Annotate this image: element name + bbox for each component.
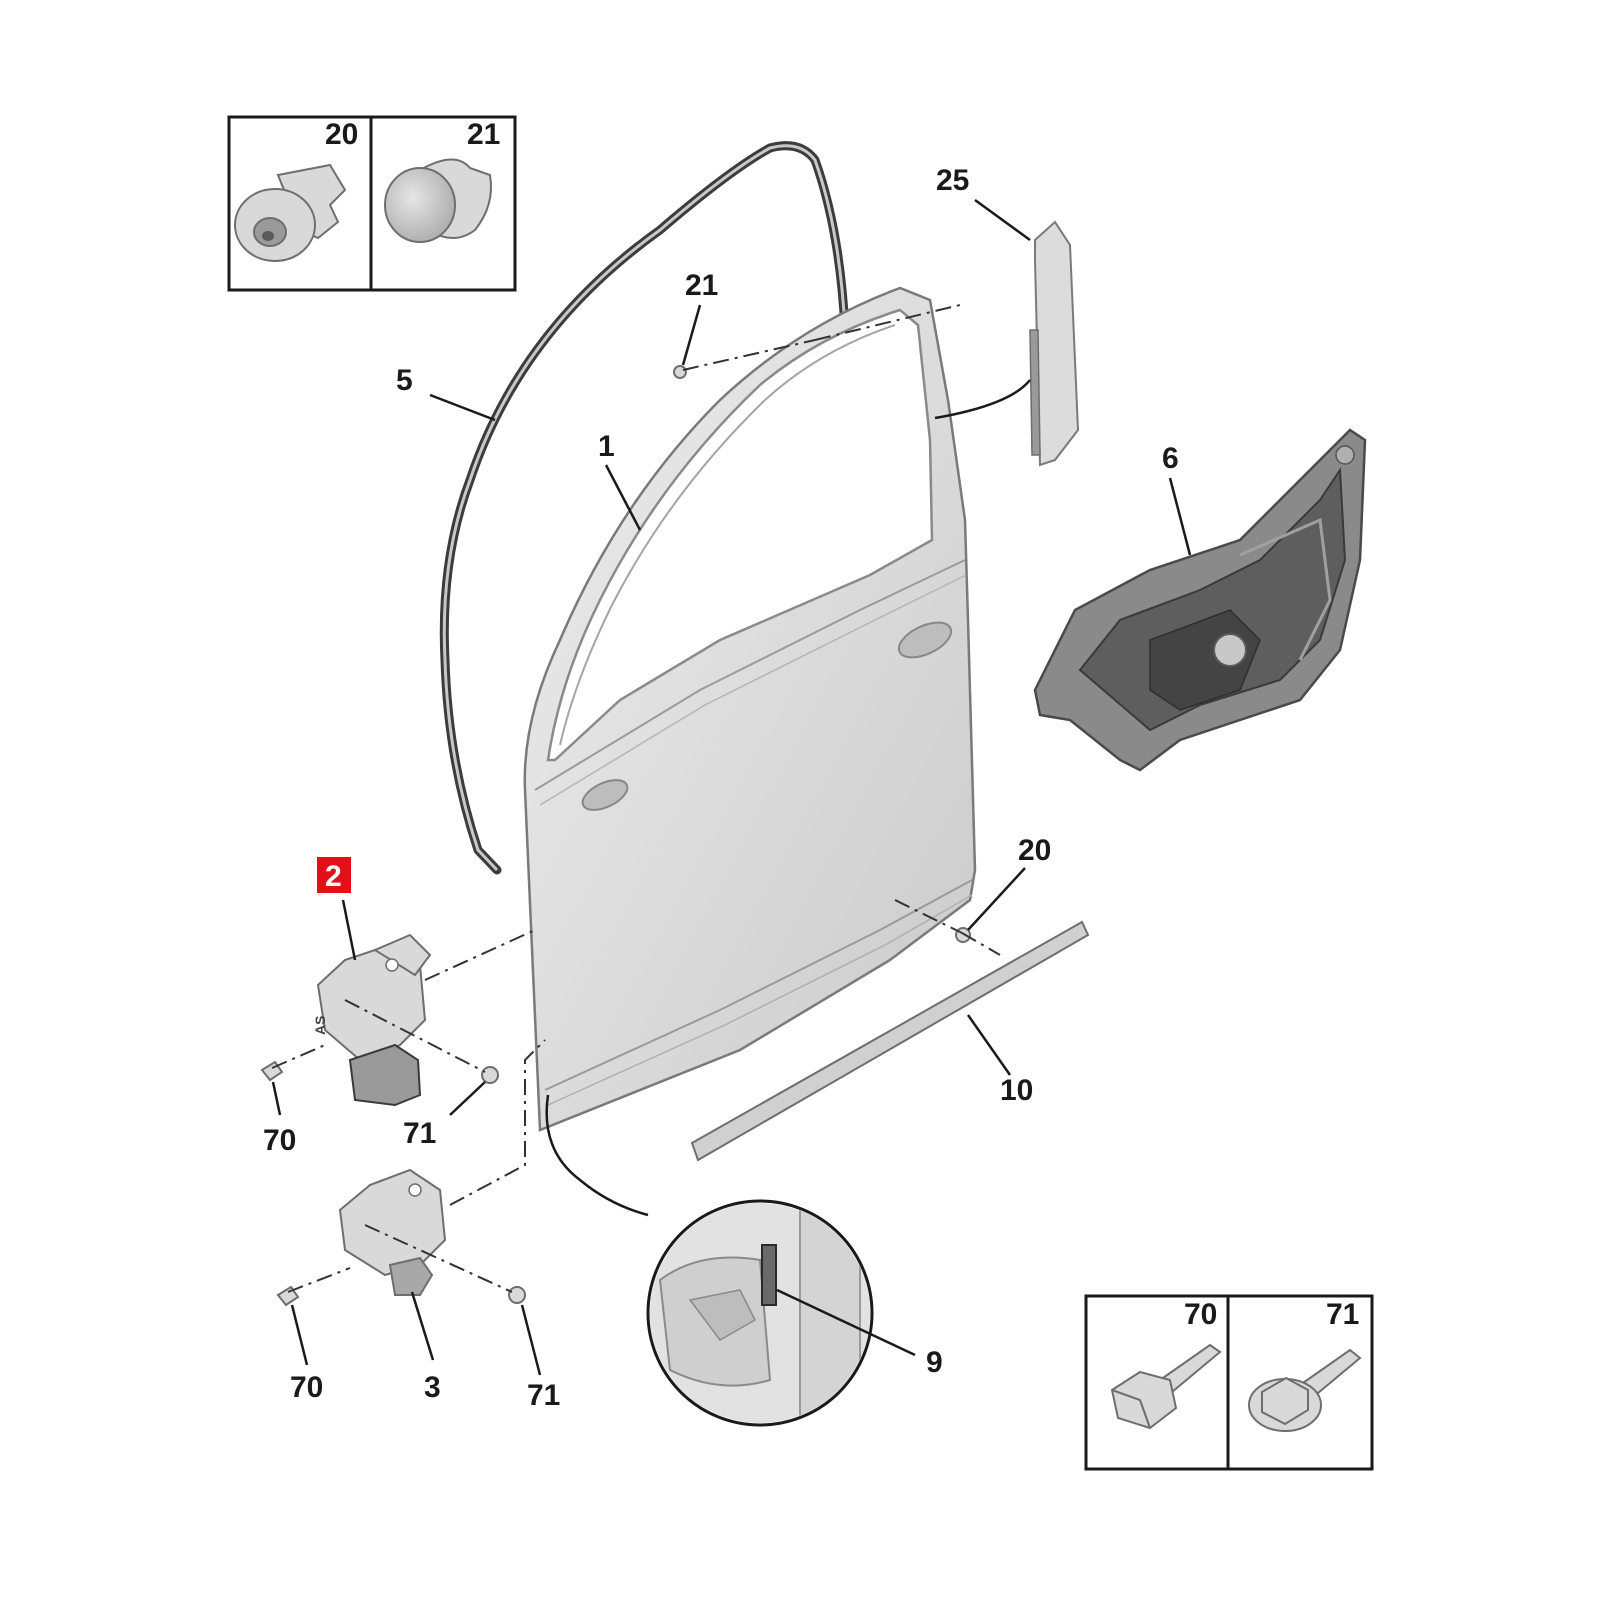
legend-clips-box: 20 21 — [227, 115, 517, 292]
legend-bolts-box: 70 71 — [1084, 1294, 1374, 1471]
callout-70-lower: 70 — [290, 1371, 323, 1404]
detail-view-9 — [545, 1094, 874, 1427]
bolt-70-lower-icon — [276, 1285, 300, 1307]
door-shell-1 — [523, 286, 977, 1132]
lower-hinge-3 — [338, 1168, 447, 1296]
bolt-71-illustration — [1248, 1348, 1362, 1432]
legend-clip-20-label: 20 — [325, 118, 358, 151]
callout-9: 9 — [926, 1346, 943, 1379]
callout-2: 2 — [325, 860, 342, 893]
callout-labels: 1 5 21 25 6 20 10 2 70 71 70 3 71 9 — [263, 164, 1179, 1412]
legend-clip-21-label: 21 — [467, 118, 500, 151]
callout-71-lower: 71 — [527, 1379, 560, 1412]
sill-moulding-10 — [690, 920, 1090, 1162]
clip-20-illustration — [234, 163, 347, 262]
callout-6: 6 — [1162, 442, 1179, 475]
hinge-marking: AS — [312, 1016, 328, 1035]
leader-lines — [271, 198, 1192, 1376]
upper-hinge-2: AS — [312, 933, 432, 1107]
legend-bolt-71-label: 71 — [1326, 1298, 1359, 1331]
nut-71-lower-icon — [508, 1286, 526, 1304]
clip-21-door-icon — [673, 365, 687, 379]
clip-21-illustration — [384, 158, 492, 243]
callout-25: 25 — [936, 164, 969, 197]
callout-71-upper: 71 — [403, 1117, 436, 1150]
callout-10: 10 — [1000, 1074, 1033, 1107]
callout-5: 5 — [396, 364, 413, 397]
callout-20-door: 20 — [1018, 834, 1051, 867]
tag-9-icon — [761, 1244, 777, 1306]
callout-2-highlight — [317, 857, 351, 893]
callout-70-upper: 70 — [263, 1124, 296, 1157]
door-seal-5 — [439, 141, 850, 875]
legend-bolt-70-label: 70 — [1184, 1298, 1217, 1331]
callout-1: 1 — [598, 430, 615, 463]
callout-3: 3 — [424, 1371, 441, 1404]
nut-71-upper-icon — [481, 1066, 499, 1084]
callout-21-door: 21 — [685, 269, 718, 302]
bolt-70-illustration — [1110, 1343, 1222, 1430]
frame-trim-25 — [934, 220, 1080, 467]
door-module-6 — [1033, 428, 1367, 772]
assembly-lines — [271, 304, 1001, 1293]
